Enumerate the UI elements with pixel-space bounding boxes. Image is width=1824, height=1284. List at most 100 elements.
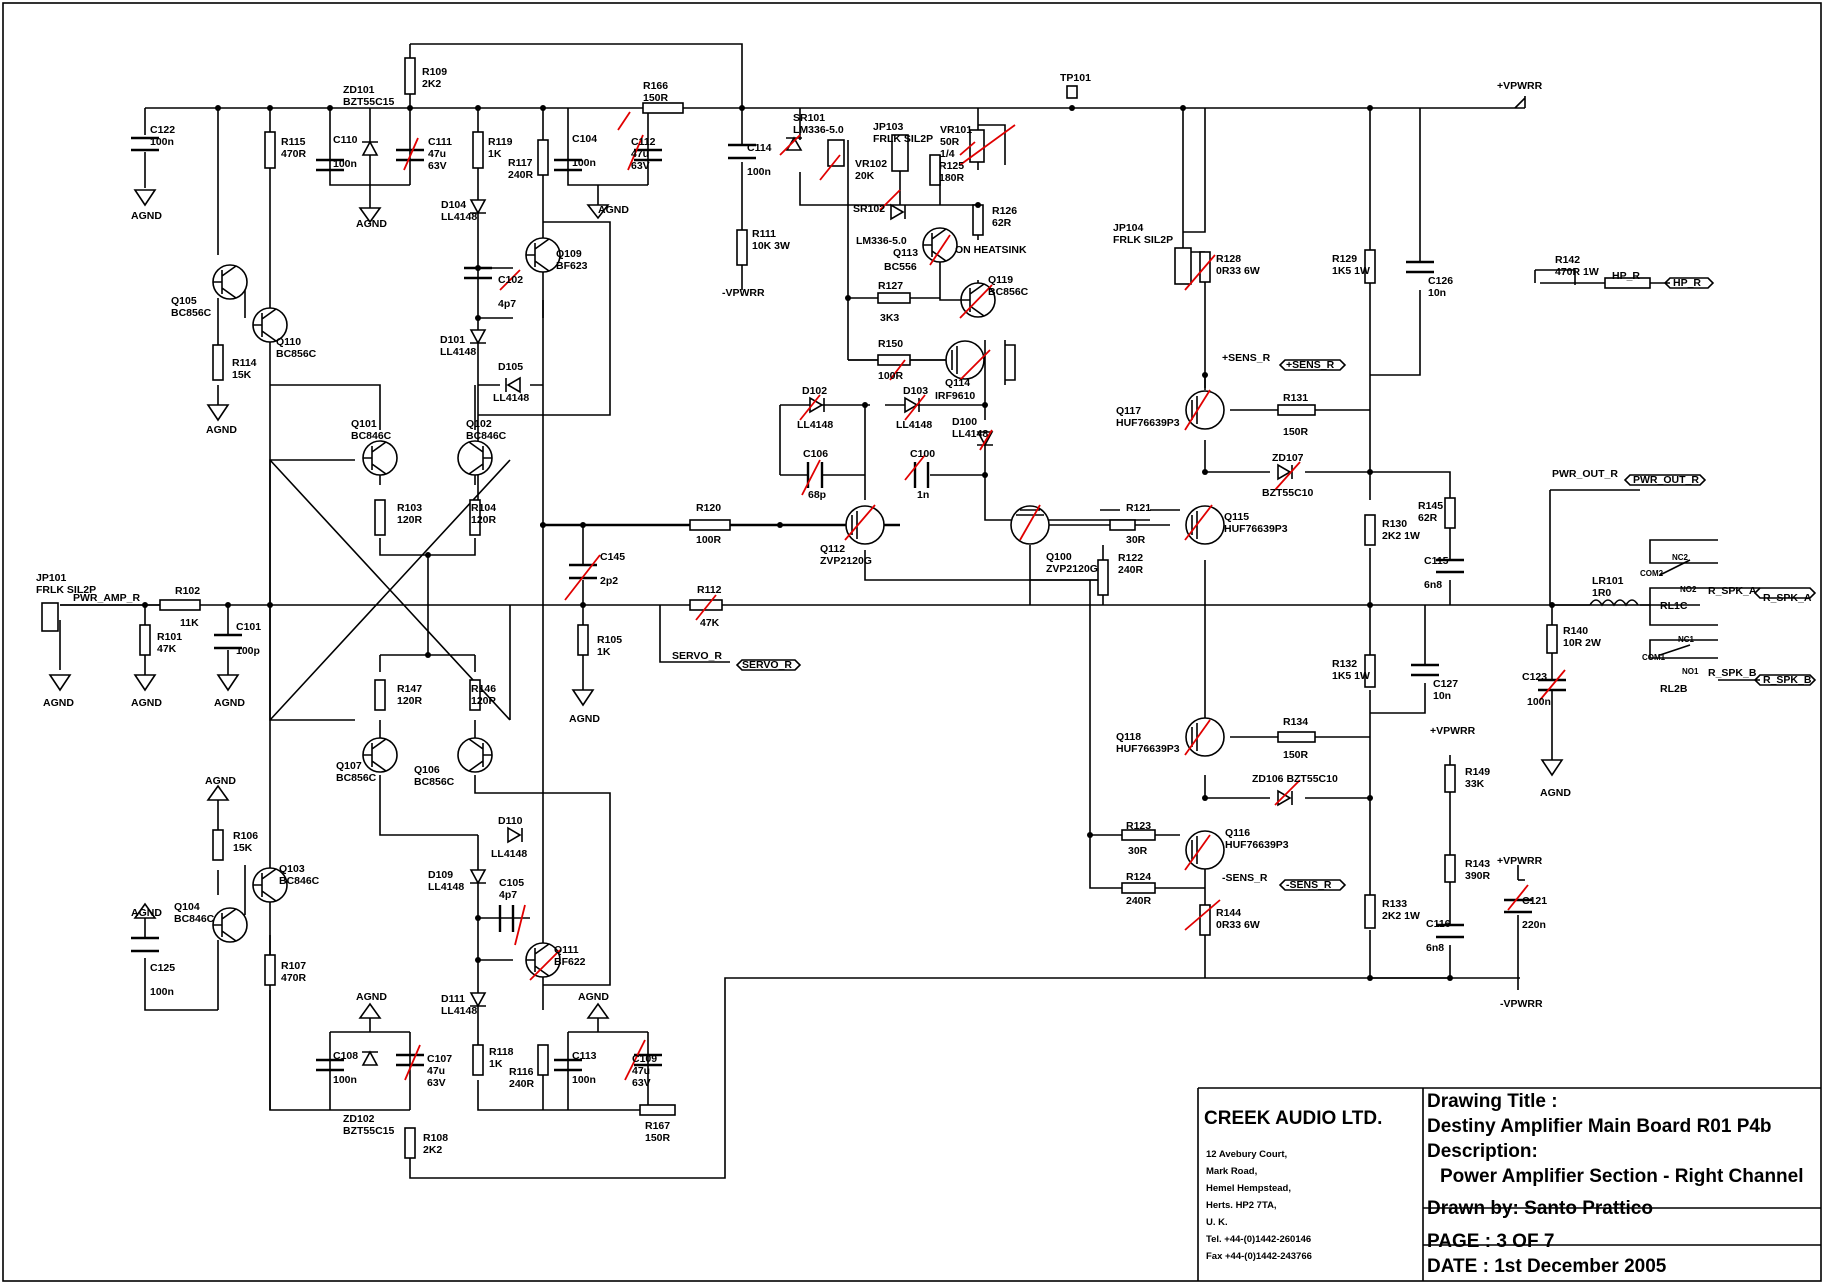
R119-body	[472, 131, 484, 169]
lbl-R131: R131	[1283, 392, 1309, 404]
R167-body	[639, 1104, 676, 1116]
tp101-label: TP101	[1060, 72, 1091, 84]
D109-body	[469, 869, 487, 885]
lbl-R134-val: 150R	[1283, 749, 1309, 761]
R149-body	[1444, 764, 1456, 793]
C116-body	[1436, 923, 1464, 939]
JP103-body	[891, 134, 909, 172]
R143-body	[1444, 854, 1456, 883]
C105-body	[498, 905, 515, 932]
Q117-body	[1185, 390, 1225, 430]
lbl-R150: R150	[878, 338, 904, 350]
C121-body	[1504, 898, 1532, 914]
lbl-R134: R134	[1283, 716, 1309, 728]
lbl-D103-val: LL4148	[896, 419, 933, 431]
R147-body	[374, 679, 386, 711]
drawing-date: DATE : 1st December 2005	[1427, 1256, 1667, 1277]
R140-body	[1546, 624, 1558, 654]
lbl-R150-val: 100R	[878, 370, 904, 382]
D105-body	[505, 376, 521, 394]
drawing-title: Destiny Amplifier Main Board R01 P4b	[1427, 1116, 1772, 1137]
lbl-D105: D105	[498, 361, 524, 373]
R101-body	[139, 624, 151, 656]
lbl-R102-val: 11K	[180, 617, 199, 629]
C122-body	[131, 136, 159, 152]
C114-body	[728, 143, 756, 160]
Q118-body	[1185, 717, 1225, 757]
agnd-c122: AGND	[131, 210, 162, 222]
relay-nc2: NC2	[1672, 553, 1689, 562]
flag-r-spk-a: R_SPK_A	[1763, 592, 1812, 604]
lbl-R121-val: 30R	[1126, 534, 1146, 546]
R121-body	[1109, 519, 1136, 531]
PWR_OUT_R-flag	[1623, 474, 1707, 486]
lbl-C100: C100	[910, 448, 936, 460]
flag-hp-r: HP_R	[1673, 277, 1702, 289]
agnd-c123: AGND	[1540, 787, 1571, 799]
relay-com1: COM1	[1642, 653, 1666, 662]
lbl-R120-val: 100R	[696, 534, 722, 546]
agnd-c104: AGND	[598, 204, 629, 216]
+SENS_R-flag	[1278, 359, 1347, 371]
ground-symbols	[48, 189, 1564, 1019]
relay-no1: NO1	[1682, 667, 1699, 676]
lbl-Q114: Q114	[945, 377, 971, 389]
C104-body	[554, 158, 582, 172]
lbl-SR102: SR102	[853, 203, 886, 215]
relay-no2: NO2	[1680, 585, 1697, 594]
net-sens-neg: -SENS_R	[1222, 872, 1268, 884]
R111-body	[736, 229, 748, 266]
flag-pwr-out-r: PWR_OUT_R	[1633, 474, 1699, 486]
lbl-R112: R112	[697, 584, 722, 596]
title-block-frame	[1197, 1087, 1821, 1281]
SR102-body	[890, 203, 906, 221]
net-pwr-out-r: PWR_OUT_R	[1552, 468, 1618, 480]
R131-body	[1277, 404, 1316, 416]
red-markup	[403, 111, 1566, 1081]
lbl-SR102-val: LM336-5.0	[856, 235, 907, 247]
JP104-body	[1174, 247, 1192, 285]
net-vpwrr-r149: +VPWRR	[1430, 725, 1476, 737]
R150-body	[877, 354, 911, 366]
agnd-c101: AGND	[214, 697, 245, 709]
C106-body	[806, 462, 824, 488]
agnd-r101: AGND	[131, 697, 162, 709]
relay-nc1: NC1	[1678, 635, 1695, 644]
R133-body	[1364, 894, 1376, 929]
C125-body	[131, 936, 159, 953]
agnd-zd101: AGND	[356, 218, 387, 230]
